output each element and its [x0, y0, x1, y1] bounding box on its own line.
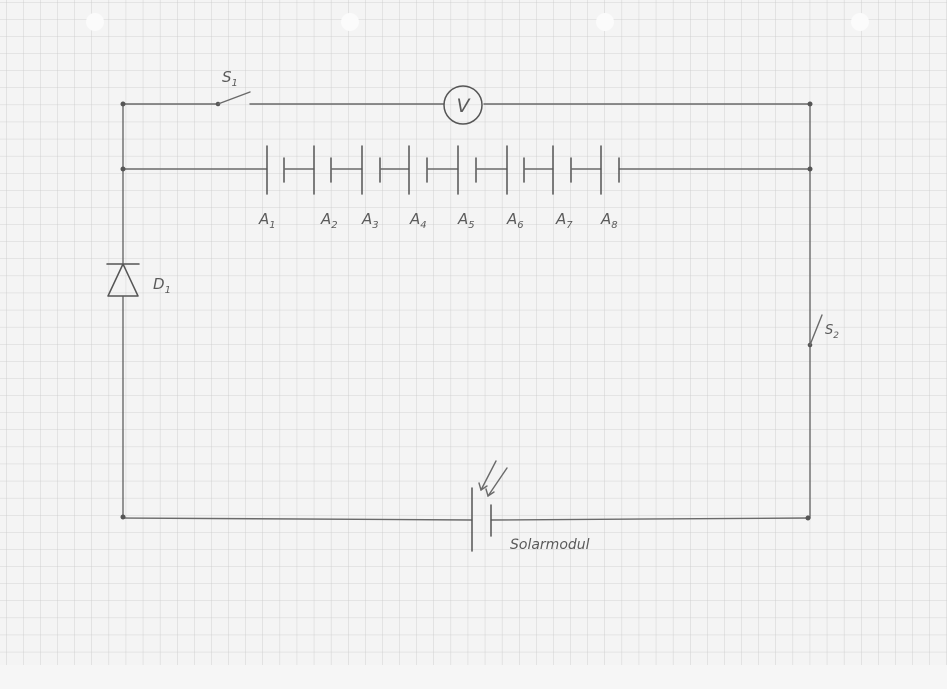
circuit-wires	[122, 103, 811, 521]
voltmeter: V	[443, 85, 483, 125]
battery-label: A8	[600, 210, 618, 231]
battery-cell	[313, 145, 363, 195]
battery-cells	[266, 145, 620, 195]
battery-label: A2	[320, 210, 338, 231]
battery-cell	[408, 145, 459, 195]
graph-paper-grid	[0, 0, 947, 665]
diode-d1-label: D1	[153, 275, 171, 296]
punch-holes	[86, 13, 869, 31]
battery-cell	[361, 145, 410, 195]
battery-label: A3	[361, 210, 379, 231]
switch-s1: S1	[215, 68, 251, 107]
junction-dots	[120, 101, 813, 521]
battery-labels: A1 A2 A3 A4 A5 A6 A7 A8	[258, 210, 618, 231]
voltmeter-label: V	[457, 95, 472, 117]
battery-cell	[266, 145, 315, 195]
battery-label: A1	[258, 210, 276, 231]
battery-cell	[506, 145, 554, 195]
switch-s2-label: S2	[825, 323, 839, 341]
diode-d1: D1	[106, 263, 171, 297]
battery-cell	[552, 145, 602, 195]
switch-s2: S2	[807, 314, 839, 348]
switch-s1-label: S1	[222, 68, 238, 89]
battery-label: A4	[409, 210, 427, 231]
solar-module-label: Solarmodul	[510, 537, 590, 553]
battery-cell	[600, 145, 620, 195]
battery-label: A7	[555, 210, 573, 231]
light-arrows-icon	[478, 460, 508, 498]
battery-label: A6	[506, 210, 524, 231]
battery-cell	[457, 145, 508, 195]
battery-label: A5	[457, 210, 475, 231]
paper-bottom-margin	[0, 665, 947, 689]
solar-module: Solarmodul	[471, 460, 590, 553]
